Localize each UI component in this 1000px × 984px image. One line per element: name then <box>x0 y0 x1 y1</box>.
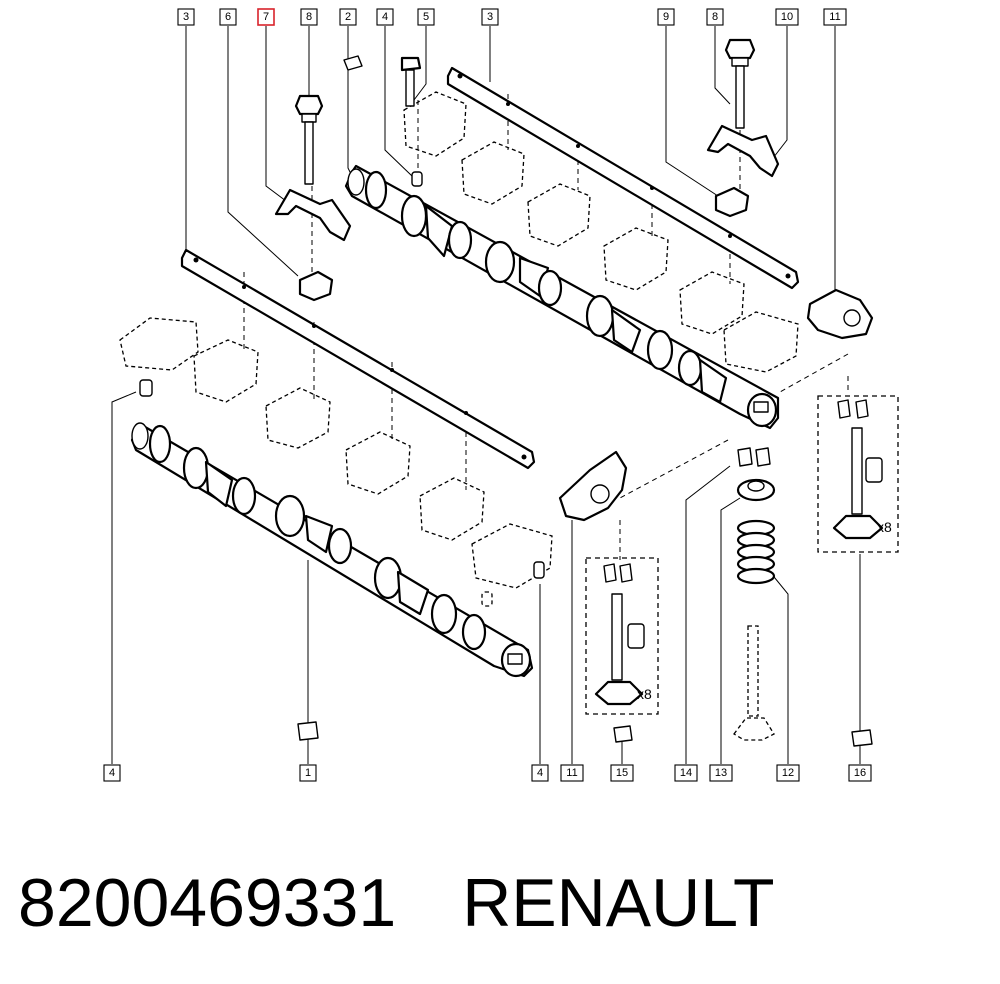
svg-text:8: 8 <box>712 11 718 23</box>
callout-top-3b: 3 <box>481 8 499 26</box>
svg-text:5: 5 <box>423 11 429 23</box>
callout-bottom-4b: 4 <box>531 764 549 782</box>
svg-text:12: 12 <box>782 767 794 779</box>
callout-top-4: 4 <box>376 8 394 26</box>
bearing-caps-ghost <box>119 91 799 589</box>
svg-text:13: 13 <box>715 767 727 779</box>
callout-top-2: 2 <box>339 8 357 26</box>
clamp-right <box>706 124 780 178</box>
callout-top-10: 10 <box>775 8 799 26</box>
callout-top-7-highlighted: 7 <box>257 8 275 26</box>
callout-top-11: 11 <box>823 8 847 26</box>
rocker-arm-center <box>558 450 628 522</box>
callout-top-8b: 8 <box>706 8 724 26</box>
svg-text:2: 2 <box>345 11 351 23</box>
small-plugs <box>297 55 873 747</box>
svg-text:3: 3 <box>183 11 189 23</box>
part-number: 8200469331 <box>18 865 397 941</box>
clamp-left <box>274 188 352 242</box>
valve-ghost <box>733 625 775 741</box>
part-caption: 8200469331 RENAULT <box>18 858 978 948</box>
svg-text:3: 3 <box>487 11 493 23</box>
callout-bottom-11: 11 <box>560 764 584 782</box>
svg-text:4: 4 <box>109 767 115 779</box>
callout-bottom-13: 13 <box>709 764 733 782</box>
callout-top-6: 6 <box>219 8 237 26</box>
rocker-shaft-rear <box>446 66 800 290</box>
callouts-bottom: 4 1 4 11 15 14 13 12 16 <box>103 764 872 782</box>
callout-bottom-1: 1 <box>299 764 317 782</box>
valve-keepers <box>737 447 771 467</box>
callout-top-5: 5 <box>417 8 435 26</box>
svg-text:9: 9 <box>663 11 669 23</box>
svg-text:6: 6 <box>225 11 231 23</box>
svg-text:1: 1 <box>305 767 311 779</box>
bolt-small <box>400 56 422 107</box>
callouts-top: 3 6 7 8 2 4 5 3 9 8 10 11 <box>177 8 847 26</box>
rocker-arm-right <box>806 288 874 340</box>
spring-retainer <box>736 478 776 502</box>
callout-top-8a: 8 <box>300 8 318 26</box>
svg-text:16: 16 <box>854 767 866 779</box>
leader-lines <box>111 26 861 764</box>
callout-bottom-12: 12 <box>776 764 800 782</box>
callout-bottom-15: 15 <box>610 764 634 782</box>
svg-text:10: 10 <box>781 11 793 23</box>
callout-top-9: 9 <box>657 8 675 26</box>
spacer-blocks <box>298 186 750 302</box>
camshaft-intake <box>344 164 780 430</box>
bolt-right <box>724 38 756 129</box>
callout-bottom-16: 16 <box>848 764 872 782</box>
camshaft-exhaust <box>130 422 534 678</box>
quantity-label-left: x8 <box>637 686 652 702</box>
assembly-lines <box>243 94 849 560</box>
valve-group-left <box>585 557 659 715</box>
svg-text:4: 4 <box>537 767 543 779</box>
dowels <box>139 171 545 607</box>
rocker-shaft-front <box>180 248 536 470</box>
svg-text:4: 4 <box>382 11 388 23</box>
bolt-left <box>294 94 324 185</box>
svg-text:11: 11 <box>566 767 577 779</box>
callout-bottom-4a: 4 <box>103 764 121 782</box>
svg-text:11: 11 <box>829 11 840 23</box>
callout-bottom-14: 14 <box>674 764 698 782</box>
valve-spring <box>736 519 776 585</box>
quantity-label-right: x8 <box>877 519 892 535</box>
valve-group-right <box>817 395 899 553</box>
svg-text:15: 15 <box>616 767 628 779</box>
svg-text:14: 14 <box>680 767 692 779</box>
brand-name: RENAULT <box>462 865 775 941</box>
svg-text:8: 8 <box>306 11 312 23</box>
svg-text:7: 7 <box>263 11 269 23</box>
callout-top-3a: 3 <box>177 8 195 26</box>
